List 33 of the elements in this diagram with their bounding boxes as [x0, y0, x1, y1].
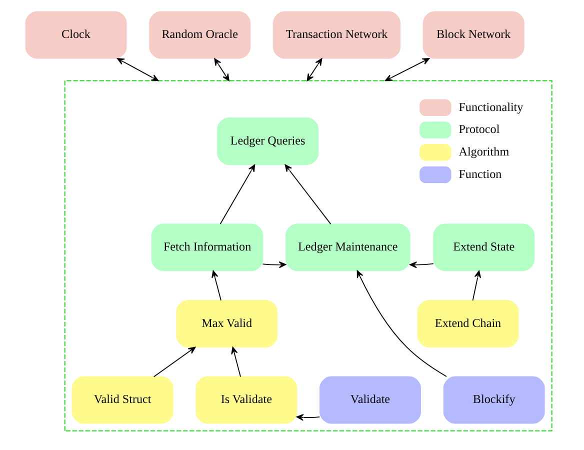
node-box: Max Valid: [176, 300, 278, 348]
legend-label: Functionality: [458, 100, 523, 114]
arrow: [262, 261, 286, 268]
arrow: [409, 261, 434, 268]
cluster: [64, 80, 552, 432]
arrow: [219, 164, 255, 224]
node-box: Clock: [24, 11, 126, 59]
arrow: [230, 346, 240, 378]
arrow: [284, 164, 331, 224]
node-box: Fetch Information: [150, 224, 263, 272]
node-box: Blockify: [442, 376, 544, 424]
node-box: Valid Struct: [71, 376, 173, 424]
node-box: Ledger Queries: [216, 117, 318, 165]
arrow: [384, 58, 430, 82]
legend-label: Function: [458, 166, 502, 181]
node-box: Validate: [319, 376, 420, 424]
node-box: Random Oracle: [148, 11, 250, 59]
arrow: [306, 58, 322, 82]
arrow: [152, 346, 196, 378]
node-box: Extend Chain: [416, 300, 518, 348]
node-box: Transaction Network: [272, 11, 400, 59]
arrow: [296, 414, 320, 421]
legend-label: Protocol: [458, 122, 500, 136]
arrow: [214, 58, 229, 82]
arrow: [211, 270, 221, 301]
node-box: Block Network: [422, 11, 524, 59]
node-box: Ledger Maintenance: [285, 224, 410, 272]
arrow: [116, 58, 158, 82]
arrow: [472, 270, 481, 301]
arrow: [356, 270, 446, 377]
node-box: Is Validate: [195, 376, 297, 424]
node-box: Extend State: [432, 224, 534, 272]
legend-label: Algorithm: [458, 144, 509, 159]
